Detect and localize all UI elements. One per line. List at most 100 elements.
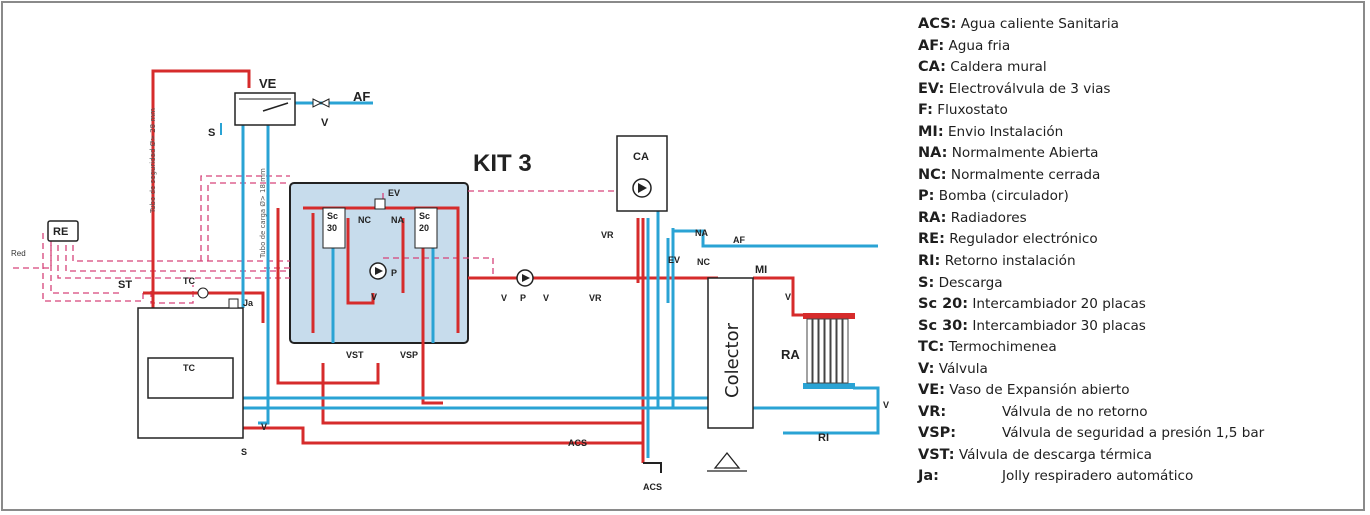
s-top-label: S: [208, 127, 215, 139]
legend-key: F:: [918, 102, 933, 119]
legend-key: Sc 30:: [918, 317, 969, 334]
legend-key: Sc 20:: [918, 296, 969, 313]
safety-tube-label: Tubo de seguridad Ø> 28 mm: [149, 108, 157, 214]
jolly-vent: [228, 298, 239, 309]
tc-label: TC: [183, 276, 195, 286]
ev-ext-label: EV: [668, 255, 680, 265]
legend-row: P: Bomba (circulador): [918, 186, 1368, 208]
mi-label: MI: [755, 264, 767, 276]
legend-row: V: Válvula: [918, 359, 1368, 381]
acs-tap-label: ACS: [643, 482, 662, 492]
tc-sensor: [197, 287, 209, 299]
legend-key: RE:: [918, 231, 945, 248]
heating-schematic: KIT 3: [11, 69, 889, 492]
collector-label: Colector: [722, 322, 743, 398]
sc20-label-a: Sc: [419, 211, 430, 221]
legend-key: VSP:: [918, 425, 957, 442]
legend-key: RI:: [918, 253, 941, 270]
legend-desc: Agua fria: [948, 37, 1011, 54]
acs-tap: [643, 462, 662, 473]
legend-key: RA:: [918, 209, 947, 226]
legend-desc: Envio Instalación: [947, 123, 1064, 140]
nc-kit-label: NC: [358, 215, 371, 225]
legend-row: EV: Electroválvula de 3 vias: [918, 79, 1368, 101]
hot-pipes: [143, 69, 803, 463]
boiler-ca: [616, 135, 668, 212]
v-af-valve: [312, 98, 323, 108]
sc30-label-a: Sc: [327, 211, 338, 221]
legend-key: Ja:: [918, 468, 939, 485]
p-kit-label: P: [391, 268, 397, 278]
legend-desc: Descarga: [938, 274, 1003, 291]
legend-desc: Retorno instalación: [944, 253, 1076, 270]
v-ext2-label: V: [543, 293, 549, 303]
ra-label: RA: [781, 347, 800, 362]
ja-label: Ja: [243, 298, 254, 308]
vr2-label: VR: [601, 230, 614, 240]
collector: [707, 277, 754, 429]
sc30-label-b: 30: [327, 223, 337, 233]
signal-lines: [13, 175, 617, 304]
legend-key: VR:: [918, 403, 947, 420]
legend-desc: Válvula de seguridad a presión 1,5 bar: [1002, 425, 1265, 442]
legend-desc: Electroválvula de 3 vias: [948, 80, 1111, 97]
legend-key: AF:: [918, 37, 945, 54]
legend-row: VSP: Válvula de seguridad a presión 1,5 b…: [918, 423, 1368, 445]
legend-row: AF: Agua fria: [918, 36, 1368, 58]
legend-row: VR: Válvula de no retorno: [918, 402, 1368, 424]
legend-key: P:: [918, 188, 935, 205]
legend-desc: Regulador electrónico: [949, 231, 1098, 248]
legend-desc: Válvula de no retorno: [1002, 403, 1148, 420]
ev-kit-valve: [374, 198, 386, 210]
legend-row: S: Descarga: [918, 273, 1368, 295]
ground-support-icon: [707, 451, 747, 472]
legend-key: ACS:: [918, 16, 957, 32]
acs-pipe-label: ACS: [568, 438, 587, 448]
legend-row: MI: Envio Instalación: [918, 122, 1368, 144]
legend-row: TC: Termochimenea: [918, 337, 1368, 359]
legend-desc: Intercambiador 20 placas: [972, 296, 1146, 313]
v-ri-label: V: [883, 400, 889, 410]
legend-row: Sc 30: Intercambiador 30 placas: [918, 316, 1368, 338]
legend-desc: Agua caliente Sanitaria: [960, 16, 1119, 32]
exchanger-sc20: [414, 207, 438, 249]
legend-key: MI:: [918, 123, 944, 140]
legend-desc: Termochimenea: [948, 339, 1057, 356]
stove-window: [147, 357, 234, 399]
legend-key: TC:: [918, 339, 945, 356]
legend-row: Sc 20: Intercambiador 20 placas: [918, 294, 1368, 316]
na-ext-label: NA: [695, 228, 708, 238]
legend-key: VE:: [918, 382, 945, 399]
st-label: ST: [118, 279, 132, 291]
p-ext-label: P: [520, 293, 526, 303]
legend: ACS: Agua caliente Sanitaria AF: Agua fr…: [918, 14, 1368, 488]
vsp-label: VSP: [400, 350, 418, 360]
legend-key: EV:: [918, 80, 945, 97]
legend-desc: Bomba (circulador): [938, 188, 1069, 205]
vr1-label: VR: [589, 293, 602, 303]
ev-kit-label: EV: [388, 188, 400, 198]
ca-label: CA: [633, 151, 649, 163]
v-kit-label: V: [371, 292, 377, 302]
red-label: Red: [11, 249, 26, 258]
nc-ext-label: NC: [697, 257, 710, 267]
legend-row: VST: Válvula de descarga térmica: [918, 445, 1368, 467]
ri-label: RI: [818, 432, 829, 444]
legend-row: NC: Normalmente cerrada: [918, 165, 1368, 187]
v-s-label: V: [261, 422, 267, 432]
legend-key: CA:: [918, 59, 946, 76]
exchanger-sc30: [322, 207, 346, 249]
legend-row: NA: Normalmente Abierta: [918, 143, 1368, 165]
kit3-title: KIT 3: [473, 150, 532, 177]
v-ext1-label: V: [501, 293, 507, 303]
legend-row: Ja:Jolly respiradero automático: [918, 466, 1368, 488]
af-top-label: AF: [353, 89, 370, 104]
load-tube-label: Tubo de carga Ø> 18 mm: [259, 168, 267, 259]
legend-key: NA:: [918, 145, 948, 162]
regulator-box: [47, 220, 79, 242]
legend-desc: Radiadores: [950, 209, 1027, 226]
legend-desc: Normalmente cerrada: [950, 166, 1101, 183]
legend-row: ACS: Agua caliente Sanitaria: [918, 14, 1368, 36]
legend-row: CA: Caldera mural: [918, 57, 1368, 79]
